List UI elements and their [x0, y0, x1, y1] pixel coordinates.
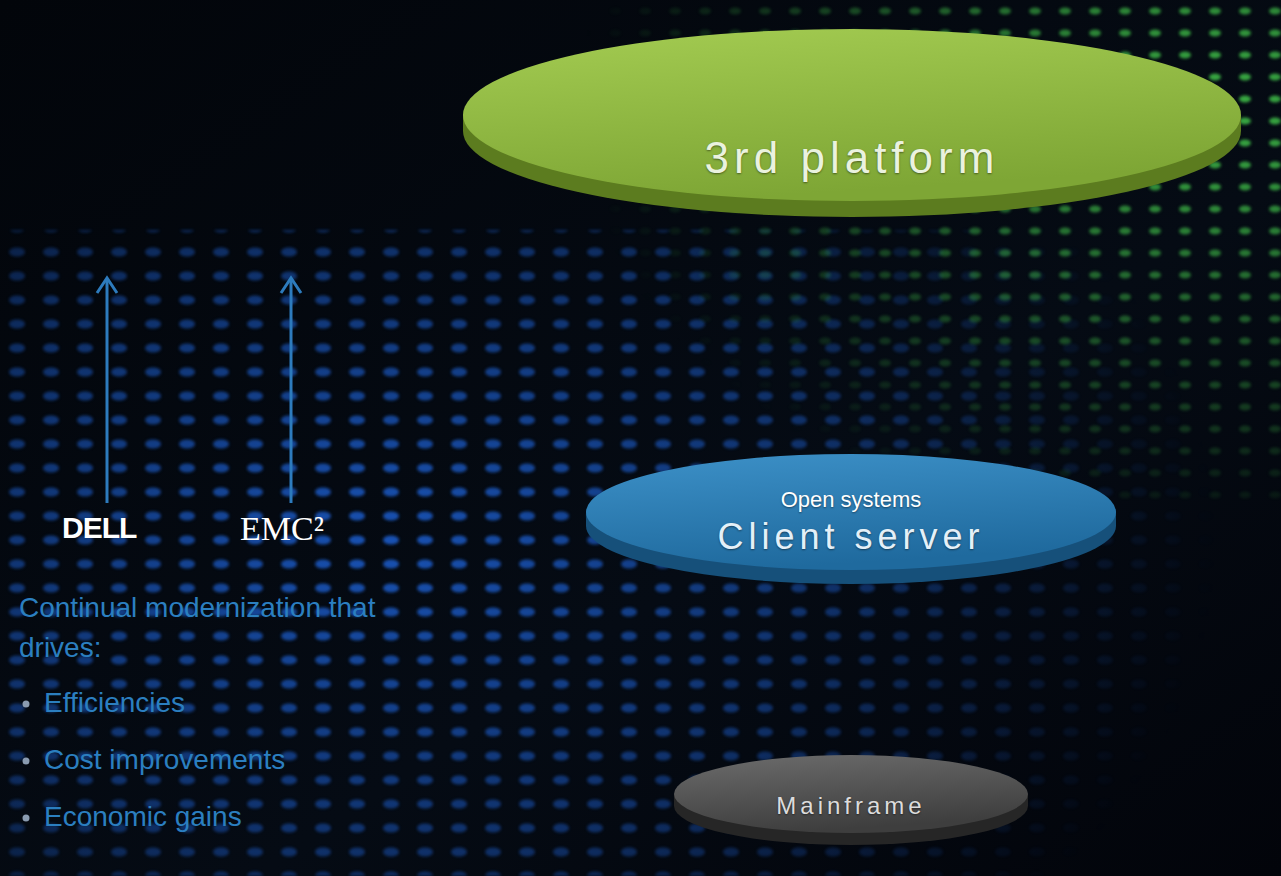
- platform-disc: Open systemsClient server: [585, 453, 1117, 585]
- platform-disc: Mainframe: [673, 754, 1029, 846]
- bullet-item: Efficiencies: [44, 686, 185, 720]
- company-logo: DELL: [62, 510, 136, 546]
- disc-outline: [462, 28, 1242, 218]
- platform-disc: 3rd platform: [462, 28, 1242, 218]
- upward-arrow: [281, 278, 301, 503]
- bullet-dot: [23, 758, 30, 765]
- bullet-item: Economic gains: [44, 800, 242, 834]
- intro-text: Continual modernization that drives:: [19, 588, 389, 668]
- disc-title: Mainframe: [673, 792, 1029, 820]
- bullet-item: Cost improvements: [44, 743, 285, 777]
- bullet-dot: [23, 815, 30, 822]
- disc-title: Client server: [585, 516, 1117, 557]
- disc-subtitle: Open systems: [585, 487, 1117, 512]
- disc-title: 3rd platform: [462, 132, 1242, 183]
- bullet-dot: [23, 701, 30, 708]
- company-logo: EMC²: [240, 508, 324, 549]
- upward-arrow: [97, 278, 117, 503]
